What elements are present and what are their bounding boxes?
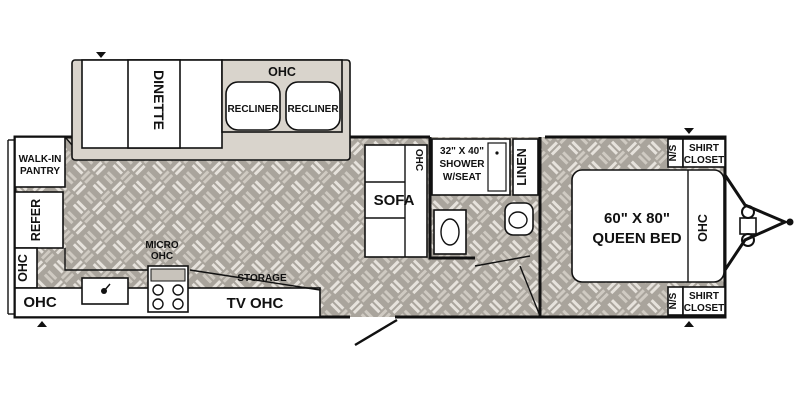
sofa: SOFA OHC (364, 144, 428, 258)
bed-size-label: 60" X 80" (604, 210, 670, 227)
bathroom-sink-icon (433, 209, 467, 255)
closet-bottom-label: CLOSET (684, 303, 725, 314)
micro-label: MICRO (145, 240, 179, 251)
pantry-label: PANTRY (20, 166, 60, 177)
toilet-icon (504, 202, 534, 236)
ohc-top-label: OHC (268, 65, 296, 79)
tv-ohc-label: TV OHC (227, 295, 284, 312)
shower-size-label: 32" X 40" (440, 146, 484, 157)
queen-bed-label: QUEEN BED (592, 230, 681, 247)
ns-bottom-label: N/S (668, 292, 679, 309)
recliner-1: RECLINER (225, 81, 281, 131)
kitchen-counter: OHC MICRO OHC STORAGE TV OHC (14, 240, 321, 327)
dinette-table (127, 59, 181, 149)
marker-top-right (684, 128, 694, 134)
closet-top-label: CLOSET (684, 155, 725, 166)
micro-ohc-label: OHC (151, 251, 173, 262)
stove-icon (147, 265, 189, 313)
ohc-bottom-left-label: OHC (23, 294, 57, 311)
bed-ohc-label: OHC (696, 214, 710, 242)
shower-label: SHOWER (440, 159, 486, 170)
recliner-2-label: RECLINER (287, 104, 339, 115)
bathroom: 32" X 40" SHOWER W/SEAT LINEN (428, 137, 542, 317)
shirt-top-label: SHIRT (689, 143, 719, 154)
shower-seat-label: W/SEAT (443, 172, 481, 183)
refer-label: REFER (29, 199, 43, 241)
marker-bottom-right (684, 321, 694, 327)
dinette-label: DINETTE (151, 70, 167, 130)
queen-bed (571, 169, 725, 283)
walk-in-label: WALK-IN (19, 154, 62, 165)
front-cabinets: WALK-IN PANTRY REFER OHC (14, 136, 73, 289)
sofa-ohc-label: OHC (413, 149, 424, 171)
linen-label: LINEN (515, 148, 529, 186)
bedroom: 60" X 80" QUEEN BED OHC N/S SHIRT CLOSET… (571, 128, 726, 327)
sofa-label: SOFA (374, 192, 415, 209)
recliner-2: RECLINER (285, 81, 341, 131)
marker-bottom-left (37, 321, 47, 327)
hitch (723, 174, 794, 271)
storage-label: STORAGE (237, 273, 287, 284)
shirt-bottom-label: SHIRT (689, 291, 719, 302)
ohc-left-label: OHC (16, 254, 30, 282)
recliner-1-label: RECLINER (227, 104, 279, 115)
entry-door (354, 318, 398, 347)
slide-out: DINETTE OHC RECLINER RECLINER (71, 52, 351, 161)
marker-top (96, 52, 106, 58)
ns-top-label: N/S (668, 144, 679, 161)
